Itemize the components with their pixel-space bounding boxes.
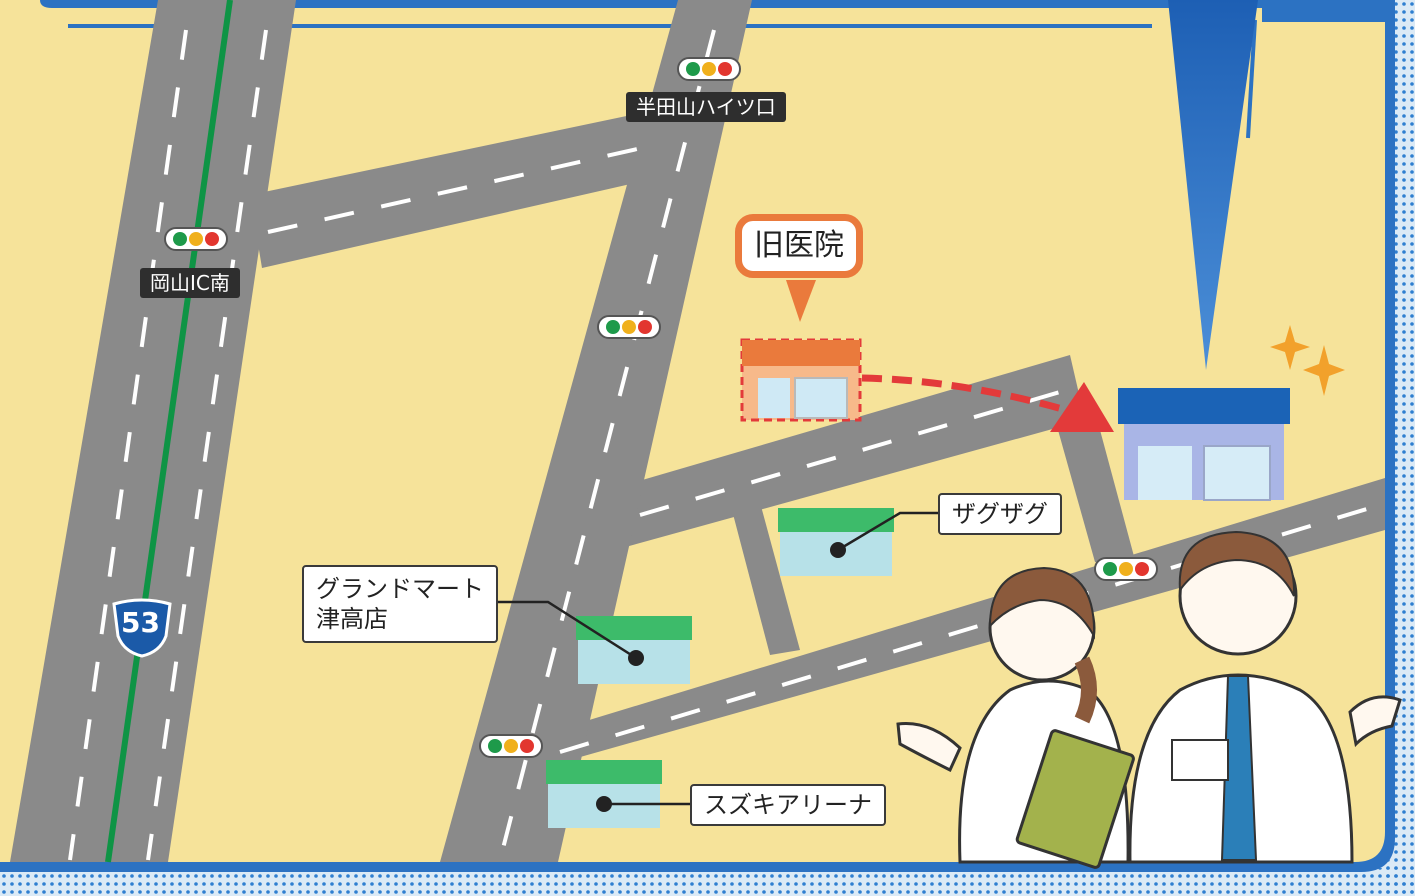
route-number: 53	[121, 606, 160, 639]
staff-illustration	[896, 530, 1402, 869]
old-clinic-icon	[740, 338, 862, 422]
store-label-suzuki: スズキアリーナ	[690, 784, 886, 826]
traffic-light-icon	[597, 315, 661, 339]
store-icon	[576, 616, 692, 684]
intersection-label-handayama: 半田山ハイツ口	[626, 92, 786, 122]
old-clinic-label: 旧医院	[735, 214, 863, 278]
highway-center-line	[105, 0, 233, 863]
bubble-tail	[786, 280, 816, 322]
traffic-light-icon	[677, 57, 741, 81]
store-label-zagzag: ザグザグ	[938, 493, 1062, 535]
traffic-light-icon	[164, 227, 228, 251]
callout-rule	[1246, 19, 1257, 139]
callout-pointer	[1168, 0, 1258, 370]
road-connector	[728, 495, 800, 655]
road-cross-middle	[608, 355, 1085, 548]
clinic-icon	[1118, 388, 1290, 501]
road-route53	[10, 0, 296, 862]
store-icon	[778, 508, 894, 576]
store-icon	[546, 760, 662, 828]
traffic-lights	[164, 57, 1158, 758]
halftone-edge-bottom	[0, 868, 1415, 896]
traffic-light-icon	[479, 734, 543, 758]
route-shield-icon	[112, 598, 172, 658]
road-main-middle	[440, 0, 752, 862]
arrow-icon	[861, 374, 1114, 432]
leader-lines	[492, 511, 940, 806]
intersection-label-okayama-ic: 岡山IC南	[140, 268, 240, 298]
sparkle-icon	[1270, 325, 1345, 396]
store-label-grandmart: グランドマート 津高店	[302, 565, 498, 643]
road-to-clinic	[1058, 430, 1135, 562]
traffic-light-icon	[1094, 557, 1158, 581]
